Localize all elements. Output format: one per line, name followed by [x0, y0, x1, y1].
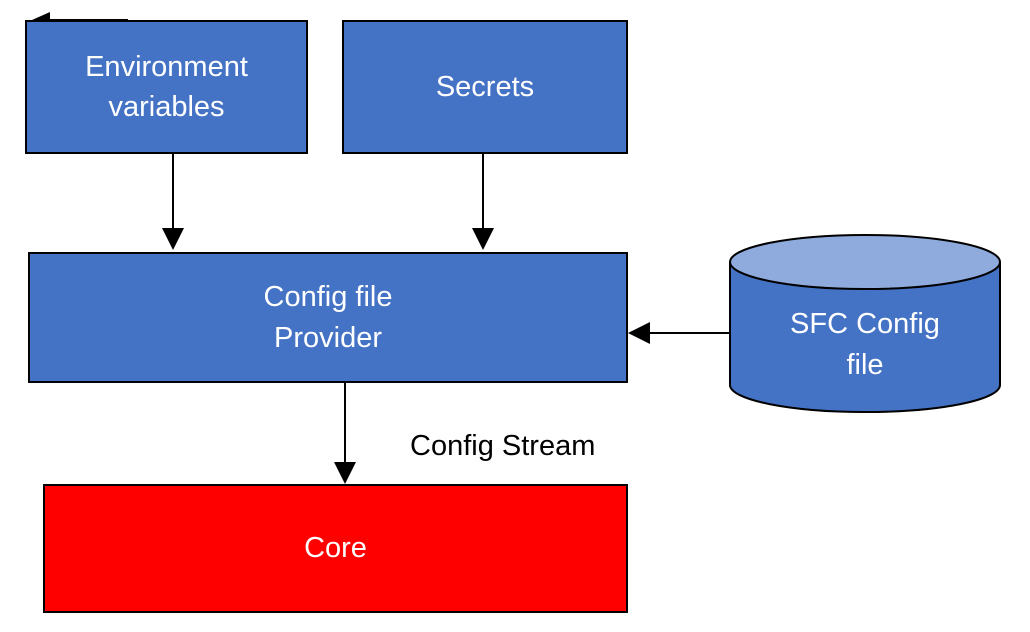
core-label: Core	[304, 532, 367, 565]
sfc-label-line-2: file	[846, 349, 884, 381]
arrow-sfc-to-provider	[628, 322, 730, 344]
env-variables-label-line-1: Environment	[85, 50, 248, 83]
sfc-config-label: SFC Config file	[730, 300, 1000, 390]
secrets-label: Secrets	[435, 70, 535, 103]
provider-label-line-1: Config file	[263, 281, 393, 314]
arrow-secrets-to-provider	[472, 153, 494, 250]
arrow-provider-to-core	[334, 382, 356, 484]
config-stream-label: Config Stream	[410, 430, 596, 462]
sfc-label-line-1: SFC Config	[790, 308, 940, 341]
core-node: Core	[43, 484, 628, 613]
secrets-node: Secrets	[342, 20, 628, 154]
env-variables-label-line-2: variables	[108, 91, 225, 123]
provider-label-line-2: Provider	[274, 321, 382, 354]
arrow-env-to-provider	[162, 153, 184, 250]
config-file-provider-node: Config file Provider	[28, 252, 628, 383]
env-variables-node: Environment variables	[25, 20, 308, 154]
